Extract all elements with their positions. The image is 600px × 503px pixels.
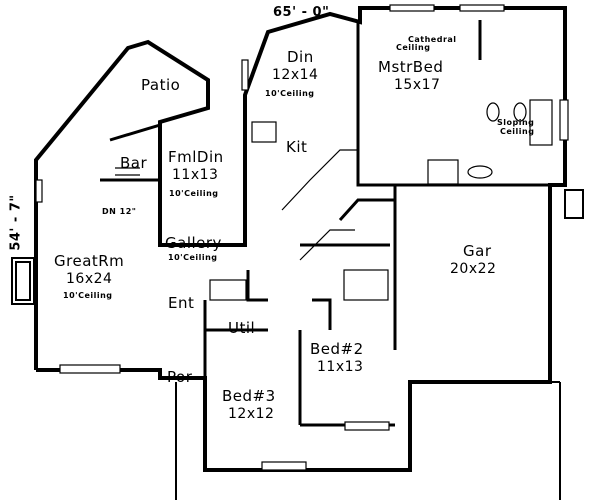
greatrm-ceiling-note: 10'Ceiling: [63, 291, 113, 300]
fmldin-size: 11x13: [172, 167, 219, 183]
util-label: Util: [228, 319, 256, 337]
wall-details: [11, 189, 584, 500]
mstrbed-ceiling-note-top: Cathedral: [408, 35, 457, 44]
fixtures: [115, 99, 553, 301]
din-label: Din: [287, 48, 314, 66]
porch-label: Por: [167, 368, 193, 386]
mstrbed-label: MstrBed: [378, 58, 444, 76]
bed3-size: 12x12: [228, 406, 275, 422]
patio-label: Patio: [141, 76, 181, 94]
sloping-ceiling-note-2: Ceiling: [500, 127, 535, 136]
ent-label: Ent: [168, 294, 195, 312]
bar-stair-note: DN 12": [102, 207, 137, 216]
bar-label: Bar: [120, 154, 148, 172]
din-ceiling-note: 10'Ceiling: [265, 89, 315, 98]
exterior-walls: [34, 6, 567, 472]
bed2-size: 11x13: [317, 359, 364, 375]
mstrbed-ceiling-note-bottom: Ceiling: [396, 43, 431, 52]
overall-width-dimension: 65' - 0": [273, 5, 330, 20]
windows: [35, 4, 569, 471]
greatrm-size: 16x24: [66, 271, 113, 287]
fmldin-label: FmlDin: [168, 148, 224, 166]
gallery-ceiling-note: 10'Ceiling: [168, 253, 218, 262]
bed3-label: Bed#3: [222, 387, 276, 405]
sloping-ceiling-note-1: Sloping: [497, 118, 535, 127]
fmldin-ceiling-note: 10'Ceiling: [169, 189, 219, 198]
kit-label: Kit: [286, 138, 308, 156]
gar-size: 20x22: [450, 261, 497, 277]
mstrbed-size: 15x17: [394, 77, 441, 93]
overall-depth-dimension: 54' - 7": [8, 194, 24, 251]
greatrm-label: GreatRm: [54, 252, 125, 270]
gallery-label: Gallery: [165, 234, 222, 252]
bed2-label: Bed#2: [310, 340, 364, 358]
gar-label: Gar: [463, 242, 492, 260]
din-size: 12x14: [272, 67, 319, 83]
